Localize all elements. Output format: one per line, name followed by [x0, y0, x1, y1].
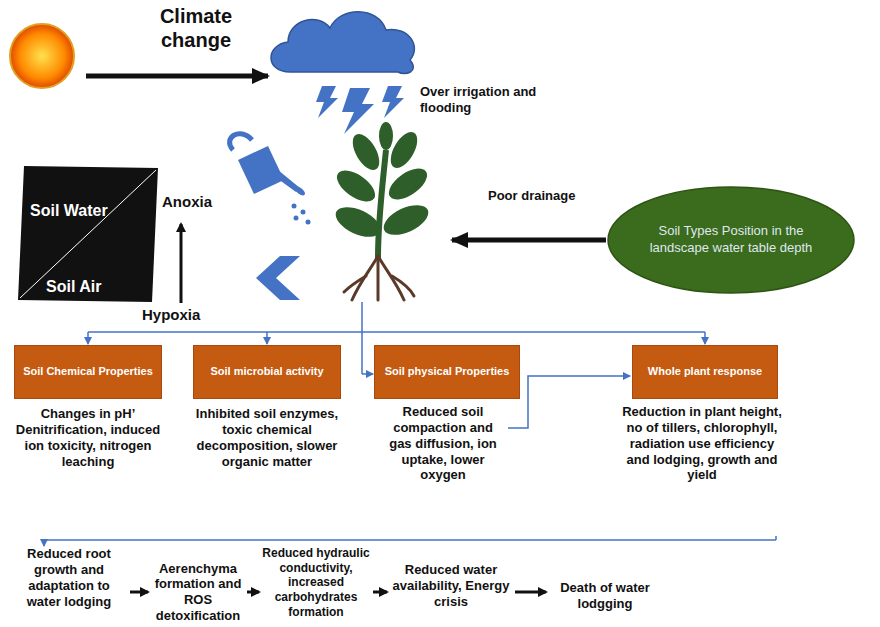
- arrow: [180, 224, 183, 303]
- cloud: [271, 12, 414, 74]
- arrow: [452, 238, 606, 243]
- effect-text: Reduction in plant height, no of tillers…: [622, 404, 782, 483]
- arrow: [86, 74, 268, 79]
- factor-ellipse: Soil Types Position in the landscape wat…: [606, 185, 856, 295]
- category-box: Soil physical Properties: [374, 345, 520, 399]
- category-text: Soil microbial activity: [210, 365, 323, 379]
- flow-step: Reduced hydraulic conductivity, increase…: [260, 546, 372, 619]
- category-text: Whole plant response: [648, 365, 762, 379]
- plant: [331, 122, 433, 300]
- sun: [10, 24, 74, 88]
- state-label: Hypoxia: [142, 306, 222, 324]
- flow-step: Death of water lodgging: [549, 580, 661, 612]
- effect-text: Inhibited soil enzymes, toxic chemical d…: [193, 406, 341, 469]
- category-text: Soil Chemical Properties: [23, 365, 153, 379]
- effect-text: Changes in pH’ Denitrification, induced …: [14, 406, 162, 469]
- region-label: Soil Water: [30, 202, 108, 220]
- effect-text: Reduced soil compaction and gas diffusio…: [383, 404, 503, 483]
- heading-text: Climate change: [138, 4, 254, 53]
- category-box: Soil Chemical Properties: [14, 345, 162, 399]
- category-text: Soil physical Properties: [385, 365, 510, 379]
- note-text: Over irrigation and flooding: [420, 84, 542, 116]
- watering-can: [230, 134, 311, 225]
- category-box: Whole plant response: [632, 345, 778, 399]
- flow-step: Aerenchyma formation and ROS detoxificat…: [150, 561, 246, 624]
- note-text: Poor drainage: [488, 188, 598, 204]
- state-label: Anoxia: [162, 193, 232, 211]
- flow-step: Reduced root growth and adaptation to wa…: [10, 546, 128, 609]
- flow-step: Reduced water availability, Energy crisi…: [389, 562, 513, 610]
- soil-square: Soil WaterSoil Air: [18, 166, 158, 302]
- chevron: [256, 256, 300, 300]
- category-box: Soil microbial activity: [193, 345, 341, 399]
- region-label: Soil Air: [46, 278, 101, 296]
- factor-text: Soil Types Position in the landscape wat…: [644, 223, 818, 257]
